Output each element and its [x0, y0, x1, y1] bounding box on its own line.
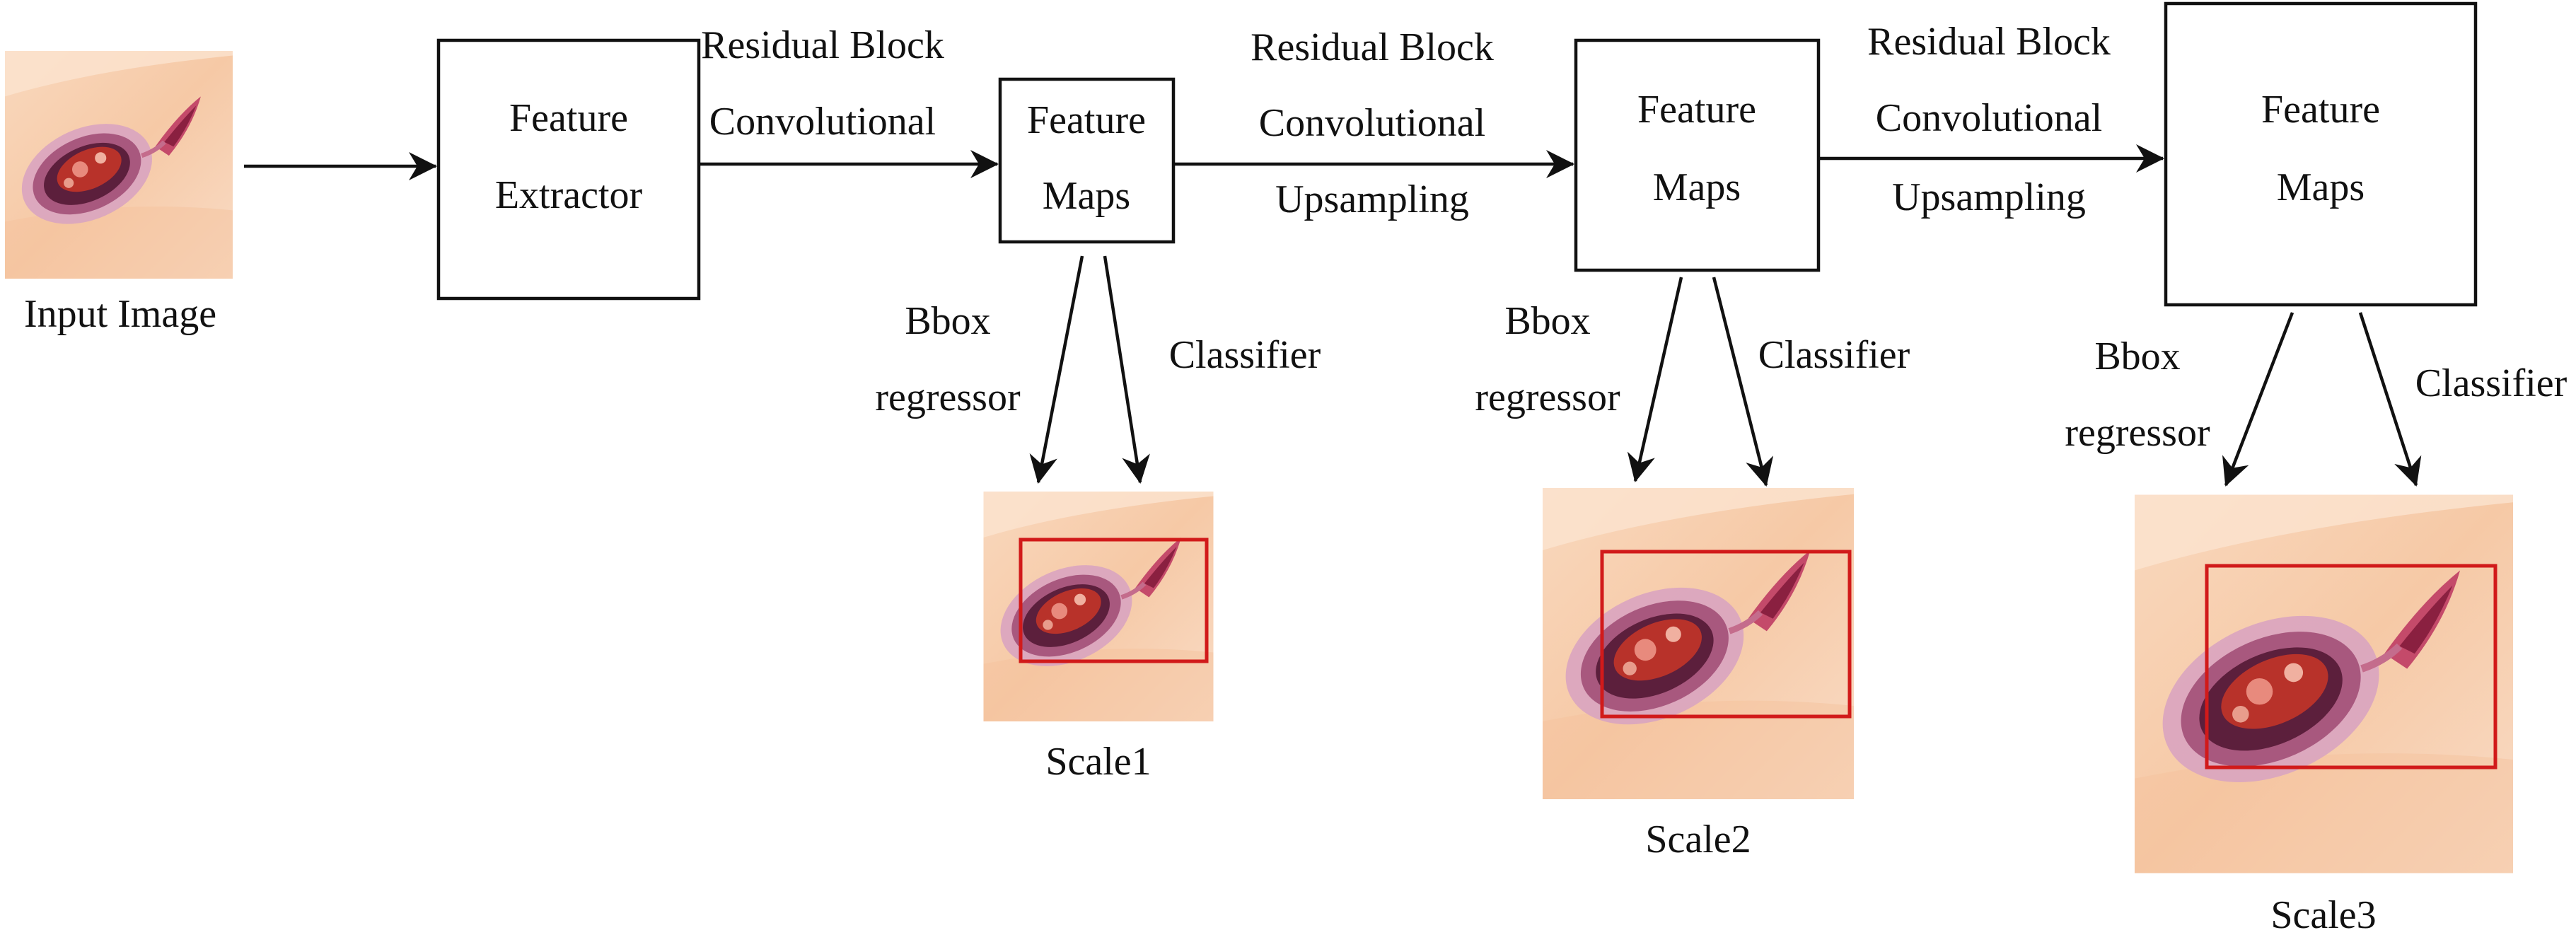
classifier-2-label: Classifier [1758, 333, 1910, 377]
feature-maps-1-line1: Feature [1027, 98, 1146, 142]
edge-3-labels: Residual Block Convolutional Upsampling [1867, 20, 2111, 219]
feature-maps-2-line2: Maps [1653, 165, 1741, 209]
scale-1-label: Scale1 [1045, 740, 1151, 784]
detection-head-1: Bbox regressor Classifier Scale1 [875, 255, 1321, 784]
feature-maps-2-box [1574, 38, 1821, 272]
scale-1-image [984, 492, 1214, 721]
bbox-regressor-arrow-2 [1627, 277, 1683, 482]
bbox-regressor-arrow-1 [1029, 255, 1084, 484]
input-image-label: Input Image [24, 292, 216, 336]
scale-2-image [1543, 488, 1854, 799]
detection-head-2: Bbox regressor Classifier Scale2 [1475, 277, 1910, 861]
bbox-regressor-1-line1: Bbox [905, 299, 990, 343]
feature-maps-2-line1: Feature [1637, 88, 1756, 132]
feature-extractor-line1: Feature [509, 96, 628, 140]
scale-2-label: Scale2 [1645, 818, 1751, 861]
detection-head-3: Bbox regressor Classifier Scale3 [2065, 312, 2568, 935]
feature-maps-3-node: Feature Maps [2164, 1, 2478, 307]
bbox-regressor-2-line2: regressor [1475, 376, 1620, 419]
input-image-node: Input Image [5, 51, 233, 336]
feature-maps-1-box [998, 77, 1176, 244]
feature-maps-2-node: Feature Maps [1574, 38, 1821, 272]
feature-maps-1-line2: Maps [1043, 174, 1130, 218]
edge-3-line3: Upsampling [1892, 175, 2086, 219]
edge-2-line2: Convolutional [1259, 101, 1485, 145]
edge-2-line3: Upsampling [1275, 178, 1469, 221]
feature-maps-3-box [2164, 1, 2478, 307]
bbox-regressor-2-line1: Bbox [1504, 299, 1590, 343]
edge-2-line1: Residual Block [1251, 25, 1494, 69]
scale-3-image [2135, 495, 2513, 873]
classifier-arrow-1 [1103, 255, 1150, 484]
bbox-regressor-3-line1: Bbox [2094, 335, 2180, 378]
scale-3-bbox [2205, 564, 2497, 770]
feature-maps-1-node: Feature Maps [998, 77, 1176, 244]
classifier-1-label: Classifier [1169, 333, 1321, 377]
edge-2-labels: Residual Block Convolutional Upsampling [1251, 25, 1494, 221]
edge-3-line1: Residual Block [1867, 20, 2111, 64]
scale-3-label: Scale3 [2270, 893, 2376, 935]
feature-extractor-line2: Extractor [495, 173, 643, 217]
feature-extractor-node: Feature Extractor [436, 38, 701, 301]
edge-1-line1: Residual Block [701, 23, 944, 67]
feature-maps-3-line2: Maps [2277, 165, 2365, 209]
feature-extractor-box [436, 38, 701, 301]
scale-1-bbox [1019, 538, 1209, 663]
classifier-arrow-3 [2358, 312, 2422, 487]
bbox-regressor-arrow-3 [2222, 312, 2294, 487]
input-lesion-image [5, 51, 233, 279]
bbox-regressor-1-line2: regressor [875, 376, 1021, 419]
scale-2-bbox [1600, 550, 1852, 719]
classifier-3-label: Classifier [2415, 361, 2568, 405]
edge-1-line2: Convolutional [709, 100, 936, 144]
edge-3-line2: Convolutional [1876, 96, 2102, 140]
classifier-arrow-2 [1712, 277, 1774, 487]
edge-1-labels: Residual Block Convolutional [701, 23, 944, 144]
bbox-regressor-3-line2: regressor [2065, 411, 2210, 455]
feature-maps-3-line1: Feature [2261, 88, 2380, 132]
